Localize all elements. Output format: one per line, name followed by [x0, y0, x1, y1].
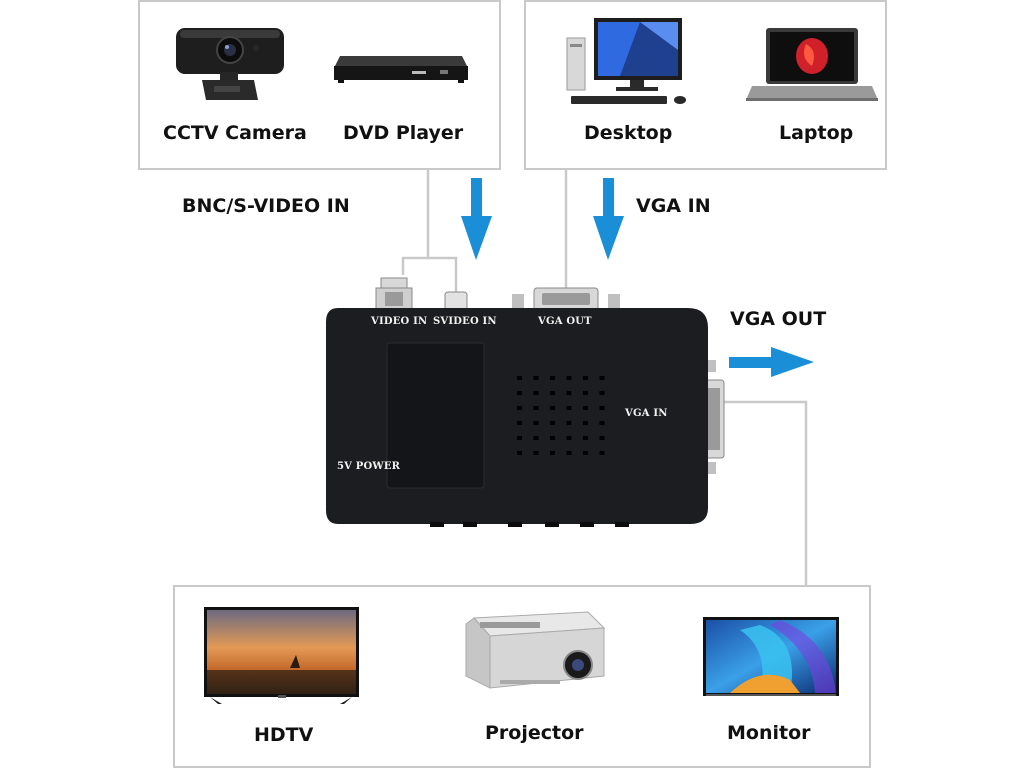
vent-hole [583, 406, 588, 410]
vent-hole [566, 451, 572, 455]
label-hdtv: HDTV [254, 724, 314, 746]
vent-hole [583, 421, 588, 425]
vent-hole [517, 376, 522, 380]
vent-hole [533, 421, 539, 425]
vent-hole [566, 376, 572, 380]
vent-hole [533, 406, 539, 410]
vent-hole [583, 436, 588, 440]
device-label-vga-out: VGA OUT [538, 316, 592, 327]
label-cctv-camera: CCTV Camera [163, 122, 307, 144]
vent-hole [517, 391, 522, 395]
vent-hole [550, 376, 555, 380]
vent-hole [599, 451, 605, 455]
label-desktop: Desktop [584, 122, 673, 144]
device-label-vga-in: VGA IN [625, 408, 668, 419]
arrow-right-vga-out-icon [729, 347, 814, 377]
vent-hole [550, 451, 555, 455]
label-vga-in-flow: VGA IN [636, 195, 711, 217]
device-label-svideo-in: SVIDEO IN [433, 316, 497, 327]
vent-hole [583, 451, 588, 455]
connector-lines [401, 170, 808, 587]
device-label-5v-power: 5V POWER [337, 461, 401, 472]
vent-hole [517, 421, 522, 425]
vent-hole [533, 391, 539, 395]
vent-hole [583, 391, 588, 395]
vent-hole [566, 391, 572, 395]
label-laptop: Laptop [779, 122, 854, 144]
monitor-icon [703, 617, 839, 696]
cctv-camera-icon [176, 28, 284, 100]
label-vga-out-flow: VGA OUT [730, 308, 827, 330]
vent-hole [583, 376, 588, 380]
hdtv-icon [204, 607, 359, 704]
vent-hole [517, 406, 522, 410]
vent-hole [533, 451, 539, 455]
laptop-icon [746, 28, 878, 101]
label-dvd-player: DVD Player [343, 122, 464, 144]
label-projector: Projector [485, 722, 584, 744]
vent-hole [550, 391, 555, 395]
device-label-video-in: VIDEO IN [371, 316, 428, 327]
vent-hole [550, 406, 555, 410]
vent-hole [550, 421, 555, 425]
vent-hole [517, 451, 522, 455]
converter-device [326, 277, 725, 527]
vent-hole [599, 421, 605, 425]
arrow-down-vga-icon [593, 178, 624, 260]
arrow-down-bnc-icon [461, 178, 492, 260]
vent-grid [517, 376, 605, 455]
projector-icon [465, 611, 606, 689]
vent-hole [566, 406, 572, 410]
dvd-player-icon [334, 56, 468, 83]
label-monitor: Monitor [727, 722, 811, 744]
vent-hole [599, 376, 605, 380]
vent-hole [566, 436, 572, 440]
desktop-computer-icon [566, 18, 686, 104]
vent-hole [599, 391, 605, 395]
vent-hole [533, 436, 539, 440]
vent-hole [550, 436, 555, 440]
vent-hole [599, 406, 605, 410]
vent-hole [533, 376, 539, 380]
vent-hole [566, 421, 572, 425]
vent-hole [517, 436, 522, 440]
label-bnc-svideo-in: BNC/S-VIDEO IN [182, 195, 350, 217]
vent-hole [599, 436, 605, 440]
